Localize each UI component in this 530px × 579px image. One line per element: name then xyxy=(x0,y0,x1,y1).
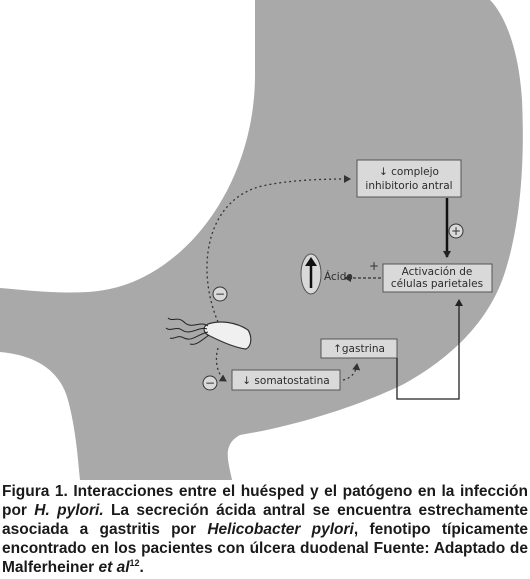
somatostatina-node: ↓ somatostatina xyxy=(231,369,341,391)
activacion-line-1: Activación de xyxy=(402,266,473,278)
caption-label: Figura 1. xyxy=(2,483,68,500)
caption-reference: 12 xyxy=(129,557,140,568)
caption-part-1: Interacciones entre el huésped y el pató… xyxy=(2,483,528,519)
activacion-line-2: células parietales xyxy=(391,278,483,290)
acid-indicator xyxy=(300,253,322,295)
svg-text:+: + xyxy=(451,224,461,238)
solid-connector-gastrina-activacion xyxy=(396,299,463,400)
complejo-line-1: ↓ complejo xyxy=(379,166,439,178)
dotted-arrow-to-complejo xyxy=(206,175,351,323)
complejo-line-2: inhibitorio antral xyxy=(365,180,452,192)
caption-part-3: , fenotipo típicamente encontrado en los… xyxy=(2,521,528,576)
caption-part-2: La secreción ácida antral se encuentra e… xyxy=(2,502,528,538)
stomach-diagram: ↓ complejo inhibitorio antral Activación… xyxy=(0,0,523,480)
somatostatina-label: ↓ somatostatina xyxy=(242,375,329,387)
stomach-silhouette xyxy=(0,0,523,480)
dotted-arrow-to-gastrina xyxy=(342,363,361,381)
h-pylori-bacterium-icon xyxy=(165,317,252,350)
complejo-inhibitorio-node: ↓ complejo inhibitorio antral xyxy=(356,159,462,198)
acido-label: Ácido xyxy=(324,270,353,283)
minus-sign-lower: − xyxy=(202,375,218,391)
gastrina-label: ↑gastrina xyxy=(333,343,385,355)
caption-end: . xyxy=(139,559,144,576)
caption-pathogen: H. pylori. xyxy=(34,502,104,519)
minus-sign-upper: − xyxy=(212,286,228,302)
activacion-parietales-node: Activación de células parietales xyxy=(382,263,493,293)
plus-sign-complejo: + xyxy=(448,223,464,239)
svg-text:−: − xyxy=(215,287,225,301)
gastrina-node: ↑gastrina xyxy=(320,338,398,359)
caption-pathogen-full: Helicobacter pylori xyxy=(207,521,354,538)
figure-caption: Figura 1. Interacciones entre el huésped… xyxy=(2,482,528,577)
plus-sign-acido: + xyxy=(369,259,379,273)
dotted-arrow-to-somatostatina xyxy=(215,347,227,382)
svg-text:−: − xyxy=(205,376,215,390)
caption-etal: et al xyxy=(98,559,130,576)
